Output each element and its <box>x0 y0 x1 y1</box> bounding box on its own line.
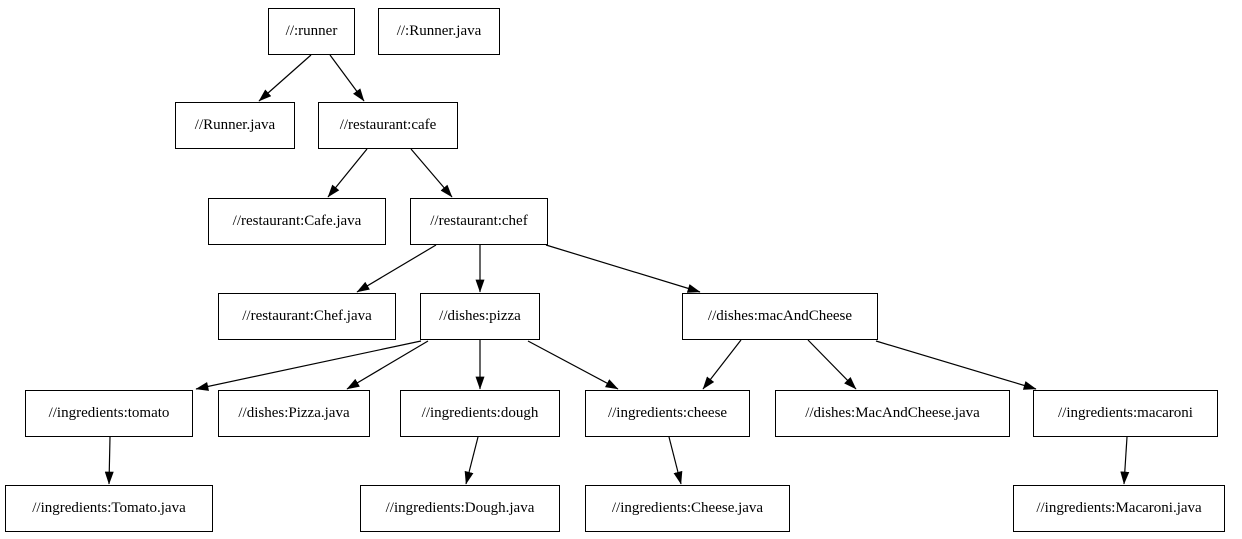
graph-node-label: //dishes:Pizza.java <box>238 405 350 421</box>
graph-node-label: //:runner <box>285 23 338 39</box>
edge-dough-to-dough-java <box>464 436 479 485</box>
graph-node-label: //restaurant:chef <box>430 213 528 229</box>
graph-node-label: //:Runner.java <box>396 23 482 39</box>
graph-node-tomato-java: //ingredients:Tomato.java <box>5 485 213 532</box>
graph-node-dough-java: //ingredients:Dough.java <box>360 485 560 532</box>
graph-node-runner: //:runner <box>268 8 355 55</box>
graph-node-label: //ingredients:dough <box>421 405 539 421</box>
graph-node-mac-and-cheese: //dishes:macAndCheese <box>682 293 878 340</box>
graph-node-label: //ingredients:Cheese.java <box>611 500 764 516</box>
edge-pizza-to-pizza-java <box>346 340 429 390</box>
graph-node-macaroni: //ingredients:macaroni <box>1033 390 1218 437</box>
graph-node-runner-java-file: //Runner.java <box>175 102 295 149</box>
graph-node-tomato: //ingredients:tomato <box>25 390 193 437</box>
edge-chef-to-mac-and-cheese <box>545 244 701 293</box>
edge-mac-and-cheese-to-cheese <box>702 339 742 390</box>
graph-node-label: //ingredients:cheese <box>607 405 728 421</box>
edge-mac-and-cheese-to-macaroni <box>875 340 1037 390</box>
edge-mac-and-cheese-to-mac-and-cheese-java <box>807 339 857 390</box>
edge-chef-to-chef-java <box>356 244 437 293</box>
graph-node-label: //ingredients:tomato <box>48 405 170 421</box>
edges-group <box>104 54 1130 485</box>
graph-node-cafe-java: //restaurant:Cafe.java <box>208 198 386 245</box>
graph-node-label: //ingredients:Tomato.java <box>32 500 186 516</box>
edge-pizza-to-cheese <box>527 340 619 390</box>
graph-node-pizza-java: //dishes:Pizza.java <box>218 390 370 437</box>
edge-cafe-to-chef <box>410 148 453 198</box>
graph-node-label: //Runner.java <box>194 117 276 133</box>
edge-runner-to-cafe <box>329 54 365 102</box>
graph-node-cheese-java: //ingredients:Cheese.java <box>585 485 790 532</box>
edge-cafe-to-cafe-java <box>327 148 368 198</box>
edge-pizza-to-tomato <box>195 340 422 391</box>
graph-node-macaroni-java: //ingredients:Macaroni.java <box>1013 485 1225 532</box>
edge-runner-to-runner-java-file <box>258 54 312 102</box>
graph-node-runner-java-target: //:Runner.java <box>378 8 500 55</box>
edge-macaroni-to-macaroni-java <box>1120 436 1130 485</box>
graph-node-label: //restaurant:Cafe.java <box>232 213 362 229</box>
edge-tomato-to-tomato-java <box>104 436 114 485</box>
graph-node-cheese: //ingredients:cheese <box>585 390 750 437</box>
graph-node-label: //ingredients:Macaroni.java <box>1036 500 1202 516</box>
graph-node-label: //restaurant:Chef.java <box>242 308 372 324</box>
graph-node-pizza: //dishes:pizza <box>420 293 540 340</box>
graph-node-label: //dishes:pizza <box>439 308 521 324</box>
graph-node-label: //ingredients:Dough.java <box>385 500 535 516</box>
edge-cheese-to-cheese-java <box>668 436 683 485</box>
graph-node-chef-java: //restaurant:Chef.java <box>218 293 396 340</box>
graph-node-label: //restaurant:cafe <box>339 117 437 133</box>
graph-node-label: //dishes:macAndCheese <box>707 308 853 324</box>
graph-node-dough: //ingredients:dough <box>400 390 560 437</box>
graph-node-label: //ingredients:macaroni <box>1058 405 1193 421</box>
graph-node-label: //dishes:MacAndCheese.java <box>805 405 980 421</box>
graph-node-chef: //restaurant:chef <box>410 198 548 245</box>
graph-node-mac-and-cheese-java: //dishes:MacAndCheese.java <box>775 390 1010 437</box>
graph-node-cafe: //restaurant:cafe <box>318 102 458 149</box>
